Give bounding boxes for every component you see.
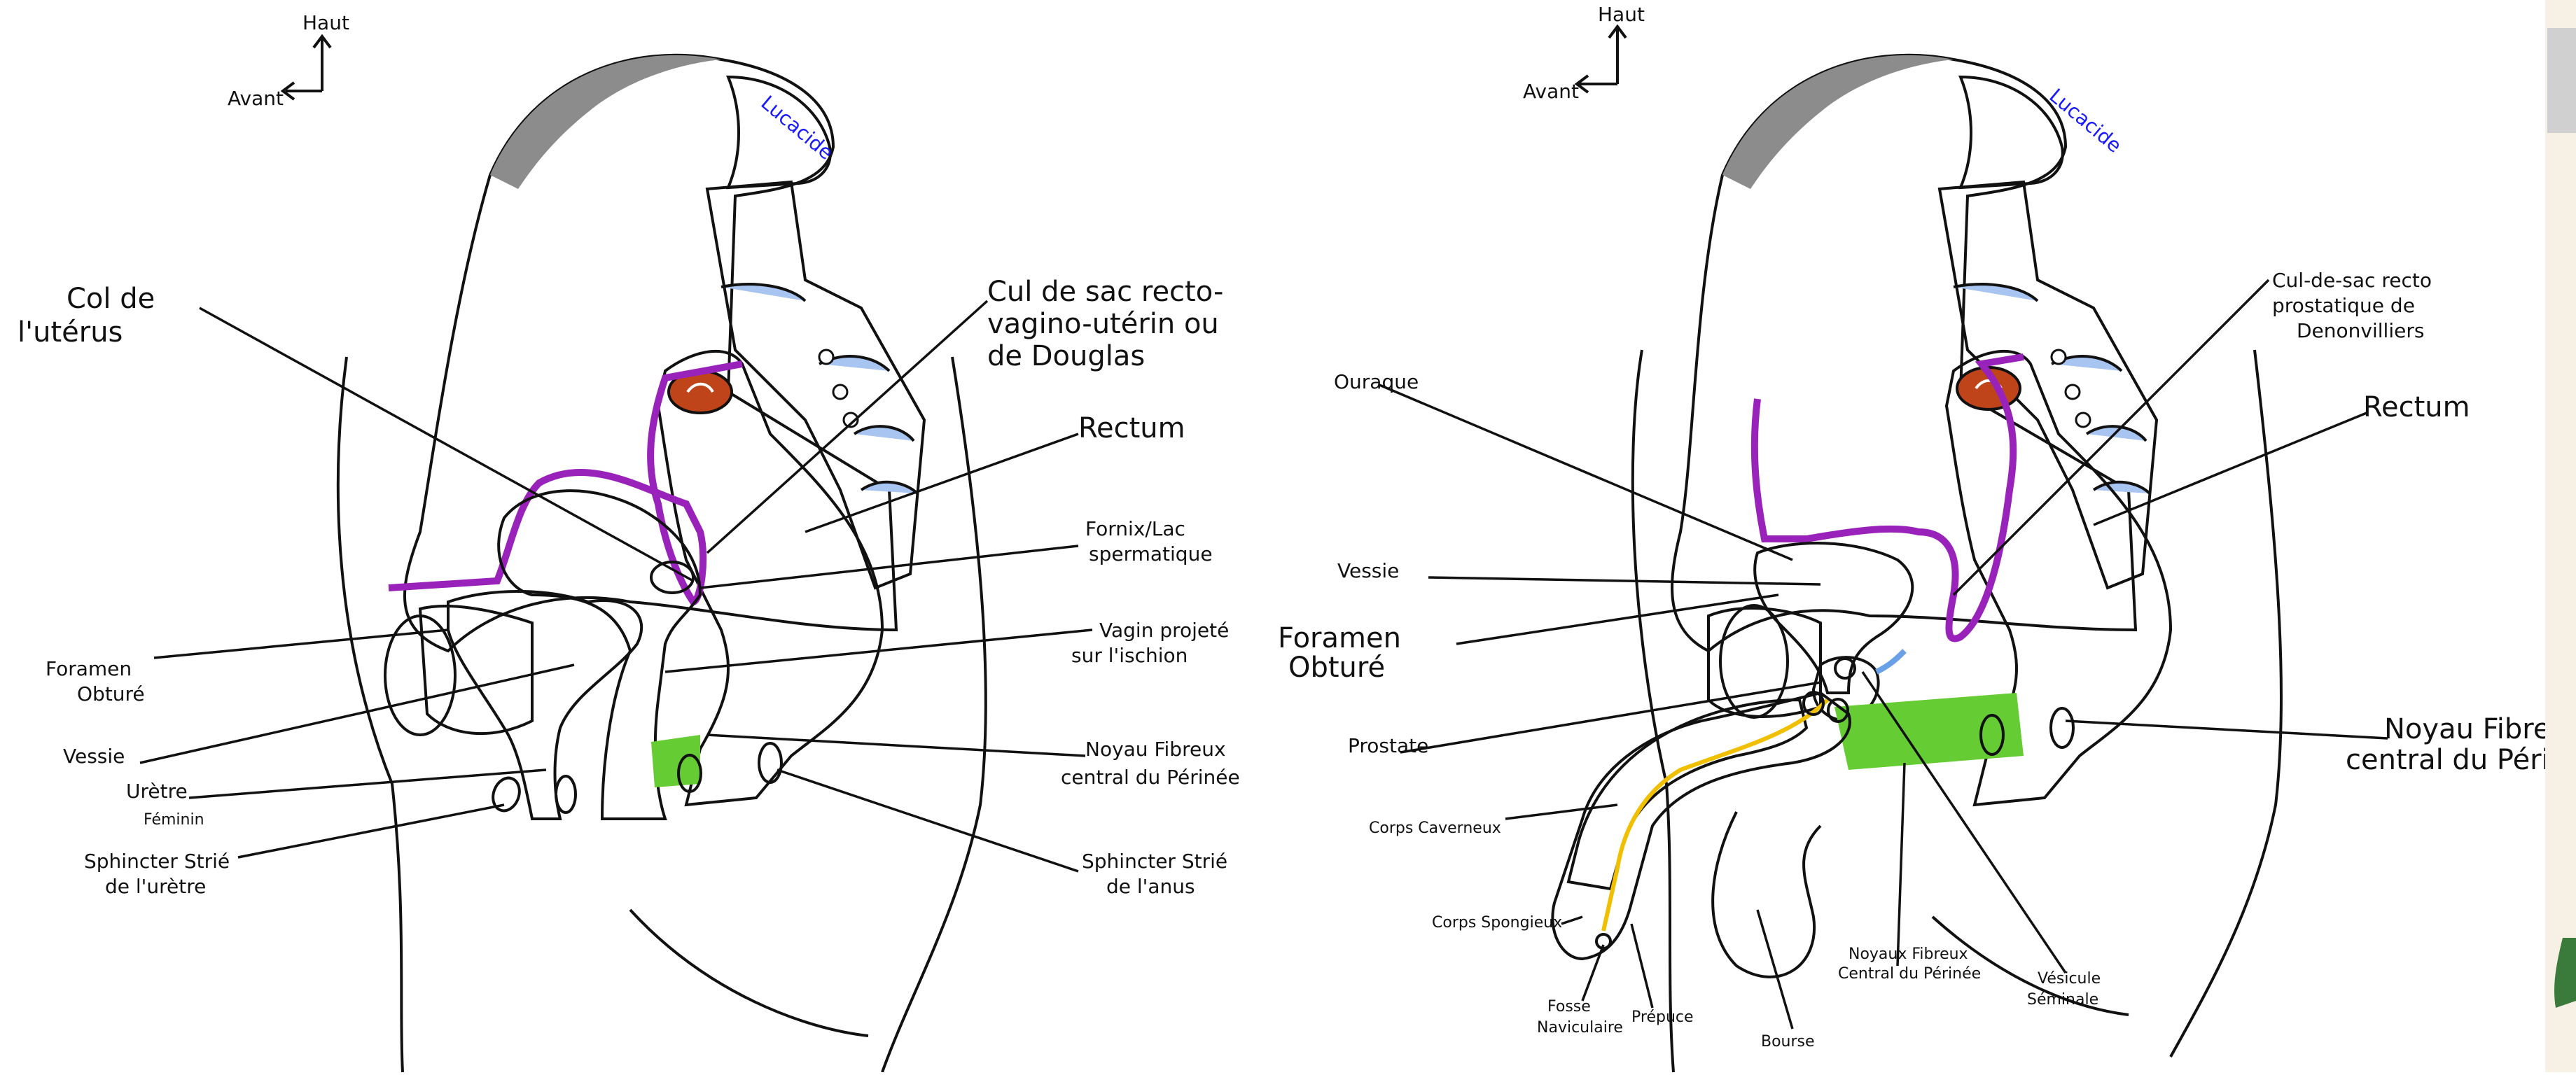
label-col-uterus-l1: Col de (67, 283, 155, 315)
label-sphincter-uretre-l2: de l'urètre (105, 875, 206, 898)
label-douglas-l1: Cul de sac recto- (987, 276, 1223, 308)
label-sphincter-anus-l1: Sphincter Strié (1082, 850, 1227, 873)
orientation-up-label: Haut (302, 11, 349, 34)
label-noyaux-l1: Noyaux Fibreux (1849, 946, 1968, 963)
label-corps-spongieux: Corps Spongieux (1432, 914, 1562, 932)
orientation-front-label-right: Avant (1523, 80, 1579, 103)
label-fornix-l1: Fornix/Lac (1085, 517, 1185, 540)
label-cul-de-sac-douglas: Cul de sac recto- vagino-utérin ou de Do… (987, 276, 1232, 372)
urethral-sphincter-front (489, 774, 524, 814)
label-vessie-right: Vessie (1337, 559, 1399, 582)
perineal-nucleus-right (1834, 693, 2024, 770)
label-noyau-right: Noyau Fibreux central du Périnée (2346, 713, 2576, 776)
label-corps-caverneux: Corps Caverneux (1369, 820, 1501, 837)
perineal-nucleus (651, 735, 700, 787)
label-denon-l1: Cul-de-sac recto (2272, 269, 2432, 292)
label-cul-de-sac-denonvilliers: Cul-de-sac recto prostatique de Denonvil… (2272, 269, 2438, 342)
label-prostate: Prostate (1348, 734, 1428, 757)
label-fosse-l2: Naviculaire (1537, 1019, 1623, 1037)
label-vesicule-l1: Vésicule (2038, 970, 2101, 988)
label-sphincter-anus: Sphincter Strié de l'anus (1082, 850, 1234, 898)
bony-pelvis (405, 55, 924, 733)
left-labels: Col de l'utérus Cul de sac recto- vagino… (18, 276, 1240, 898)
orientation-front-label: Avant (228, 87, 284, 110)
label-denon-l3: Denonvilliers (2297, 319, 2424, 342)
label-rectum: Rectum (1078, 412, 1185, 444)
leader-lines (140, 301, 1092, 871)
label-foramen: Foramen Obturé (46, 657, 145, 705)
label-fosse-naviculaire: Fosse Naviculaire (1537, 998, 1623, 1037)
label-prepuce: Prépuce (1631, 1009, 1694, 1026)
bony-pelvis-right (1672, 55, 2157, 717)
label-noyaux-l2: Central du Périnée (1838, 965, 1981, 983)
edge-decoration (2545, 0, 2576, 1072)
penis (1552, 693, 1849, 959)
label-sphincter-uretre-l1: Sphincter Strié (84, 850, 230, 873)
label-douglas-l3: de Douglas (987, 340, 1145, 372)
label-foramen-right: Foramen Obturé (1278, 622, 1410, 684)
label-denon-l2: prostatique de (2272, 294, 2415, 317)
label-sphincter-uretre: Sphincter Strié de l'urètre (84, 850, 236, 898)
signature: Lucacide (757, 91, 838, 164)
label-fosse-l1: Fosse (1547, 998, 1591, 1016)
orientation-up-label-right: Haut (1598, 3, 1645, 26)
urethral-sphincter-back (556, 776, 576, 813)
label-noyau-l2: central du Périnée (1061, 766, 1240, 789)
bladder-right (1755, 543, 1912, 693)
label-uretre: Urètre (126, 780, 188, 803)
label-foramen-right-l1: Foramen (1278, 622, 1401, 654)
label-noyau-fibreux: Noyau Fibreux central du Périnée (1061, 738, 1240, 789)
anal-sphincter-back (759, 743, 781, 782)
corpus-spongiosum (1552, 693, 1849, 959)
body-outline (338, 357, 986, 1072)
label-vagin: Vagin projeté sur l'ischion (1071, 619, 1235, 667)
label-vagin-l2: sur l'ischion (1071, 644, 1188, 667)
label-douglas-l2: vagino-utérin ou (987, 308, 1219, 340)
label-foramen-l2: Obturé (77, 682, 145, 705)
right-labels: Ouraque Vessie Foramen Obturé Prostate C… (1278, 269, 2576, 1051)
right-panel-male-pelvis: Haut Avant Lucacide (1278, 3, 2576, 1072)
label-rectum-right: Rectum (2363, 391, 2470, 423)
label-col-uterus-l2: l'utérus (18, 316, 123, 349)
label-noyau-right-l2: central du Périnée (2346, 744, 2576, 776)
label-sphincter-anus-l2: de l'anus (1106, 875, 1195, 898)
sphincters (489, 743, 781, 815)
label-bourse: Bourse (1761, 1033, 1815, 1051)
label-fornix: Fornix/Lac spermatique (1085, 517, 1213, 565)
label-uretre-sub: Féminin (144, 811, 204, 829)
label-vagin-l1: Vagin projeté (1099, 619, 1229, 642)
label-noyau-l1: Noyau Fibreux (1085, 738, 1226, 761)
orientation-arrows-right: Haut Avant (1523, 3, 1645, 103)
label-fornix-l2: spermatique (1089, 542, 1213, 565)
label-vessie: Vessie (63, 745, 125, 768)
left-panel-female-pelvis: Haut Avant Lucacide (18, 11, 1240, 1072)
label-noyaux-fibreux: Noyaux Fibreux Central du Périnée (1838, 946, 1981, 983)
orientation-arrows: Haut Avant (228, 11, 349, 110)
label-ouraque: Ouraque (1334, 370, 1419, 393)
label-col-uterus: Col de l'utérus (18, 283, 164, 349)
signature-right: Lucacide (2045, 84, 2126, 157)
label-foramen-l1: Foramen (46, 657, 132, 680)
label-foramen-right-l2: Obturé (1288, 652, 1385, 684)
label-vesicule-l2: Séminale (2027, 991, 2098, 1009)
